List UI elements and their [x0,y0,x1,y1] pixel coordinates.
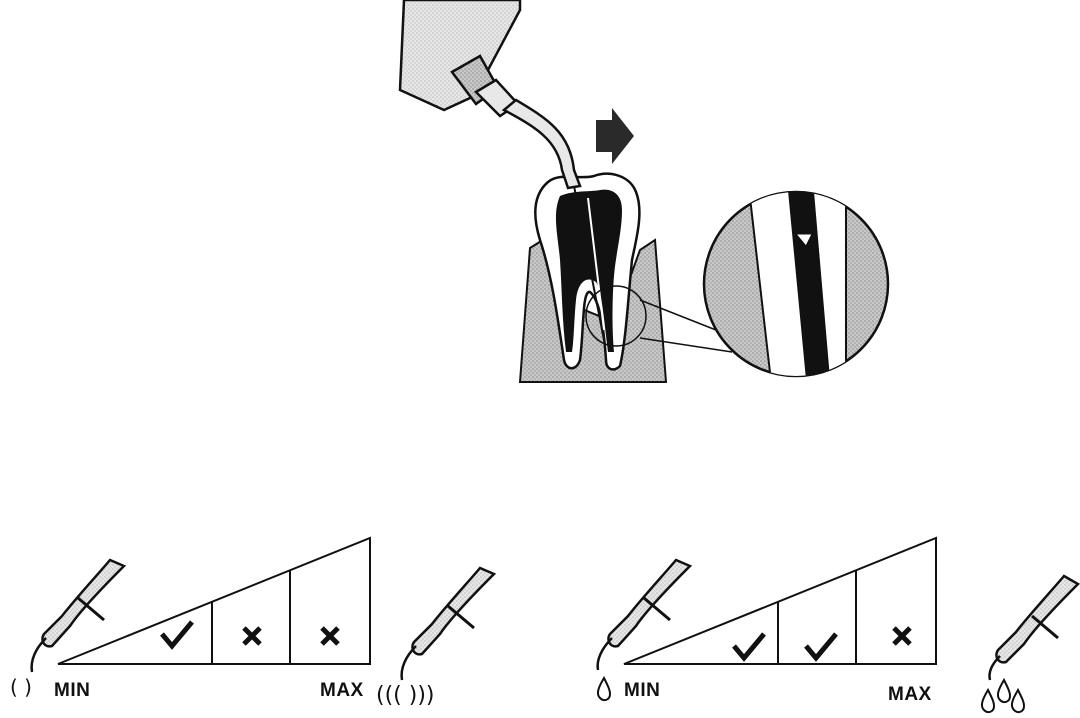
power-max-label: MAX [320,680,364,701]
high-water-drops-icon [980,677,1026,714]
power-cell-2 [242,626,262,646]
low-water-drop-icon [596,675,612,702]
check-mark-icon [160,620,194,650]
water-cell-2 [804,632,838,662]
magnified-canal [788,192,830,376]
power-cell-dividers [211,570,291,664]
water-cell-dividers [777,570,857,664]
power-min-label: MIN [54,680,90,701]
detail-focus-circle [585,285,647,347]
power-cell-1 [160,620,194,650]
high-water-handpiece [980,574,1080,714]
water-min-label: MIN [624,680,660,701]
pulp-chamber [555,189,622,352]
direction-arrow [596,108,634,164]
ultrasonic-tip [501,98,582,190]
water-cell-3 [892,626,912,646]
low-water-handpiece [596,558,693,702]
magnifier-connector [639,299,733,353]
water-cell-1 [732,632,766,662]
high-vibration-icon: ((( ))) [376,683,435,708]
power-cell-3 [320,626,340,646]
cross-mark-icon [242,626,262,646]
low-power-tip [30,637,47,673]
file-needle [573,185,605,341]
water-scale: MIN MAX [596,536,1080,714]
water-max-label: MAX [888,684,932,705]
high-power-handpiece: ((( ))) [376,566,497,708]
cross-mark-icon [320,626,340,646]
check-mark-icon [804,632,838,662]
power-scale: ( ) MIN MAX ((( ))) [10,536,497,708]
low-vibration-icon: ( ) [10,675,32,699]
low-power-handpiece: ( ) [10,558,127,699]
check-mark-icon [732,632,766,662]
magnified-detail [702,190,890,378]
cross-mark-icon [892,626,912,646]
water-triangle [623,536,937,665]
tooth-illustration [518,172,733,383]
magnified-file-tip [794,233,813,247]
scaler-handpiece [398,0,605,341]
canal-line [587,197,605,331]
power-triangle [57,536,371,665]
